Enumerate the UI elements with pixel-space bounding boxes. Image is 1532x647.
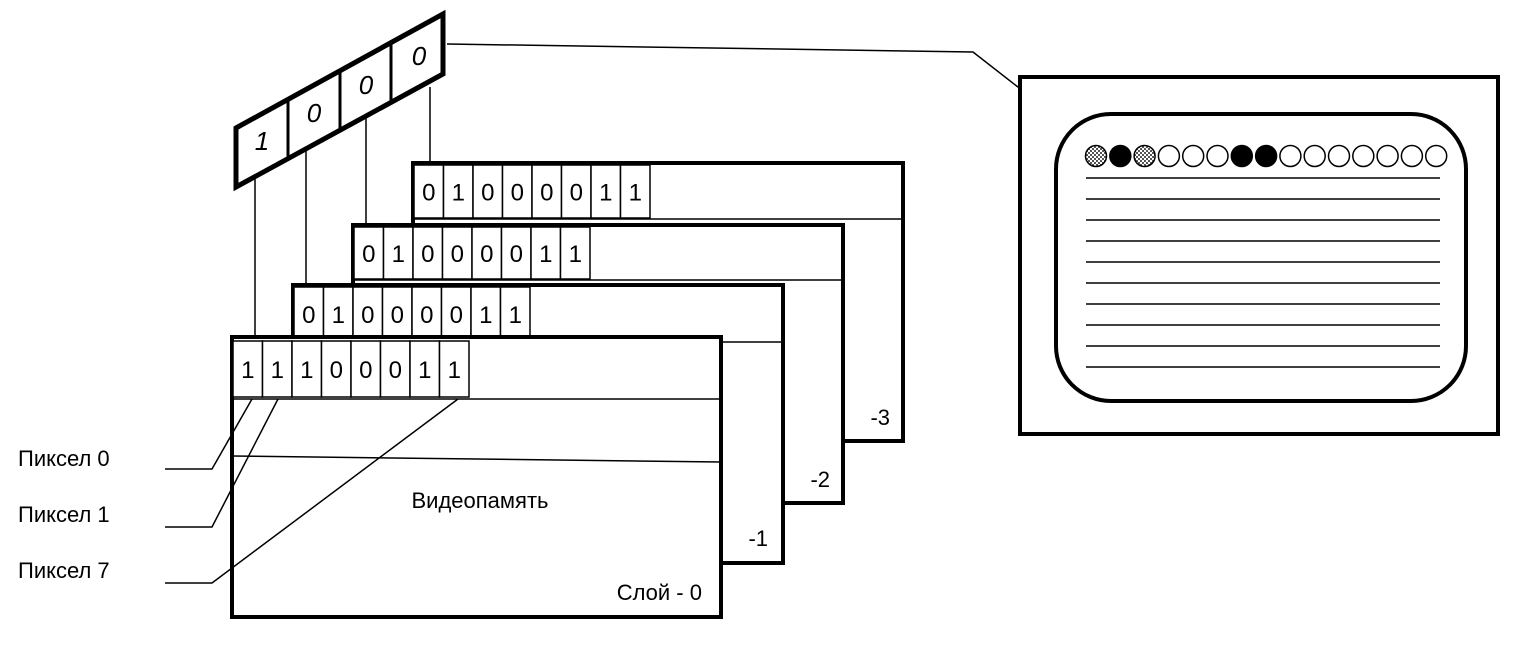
- bit-cell: [471, 226, 503, 280]
- register-to-screen-arrow: [446, 43, 1092, 146]
- scan-lines: [1086, 177, 1440, 368]
- register-bit-2: 0: [359, 70, 374, 100]
- bit-value: 0: [359, 357, 372, 384]
- bit-value: 1: [599, 180, 612, 207]
- screen-pixel: [1303, 144, 1326, 168]
- bit-value: 1: [448, 357, 461, 384]
- screen-pixel: [1327, 144, 1351, 168]
- bit-value: 1: [569, 241, 582, 268]
- bit-value: 1: [418, 357, 431, 384]
- register-bit-0: 1: [255, 126, 269, 156]
- bit-value: 0: [511, 180, 524, 207]
- monitor-screen: [1054, 112, 1468, 403]
- screen-pixel: [1206, 144, 1229, 168]
- layer-minus-3-label: -3: [870, 405, 890, 430]
- bit-cell: [470, 286, 502, 342]
- bit-value: 1: [271, 357, 284, 384]
- bit-value: 0: [510, 241, 523, 268]
- bit-cell: [619, 164, 651, 219]
- layer-minus-2-label: -2: [810, 467, 830, 492]
- bit-value: 0: [421, 241, 434, 268]
- bit-cell: [501, 164, 533, 219]
- screen-pixel: [1352, 144, 1375, 168]
- bit-value: 0: [540, 180, 553, 207]
- bit-value: 1: [300, 357, 313, 384]
- pixel-7-label: Пиксел 7: [18, 558, 110, 583]
- bit-cell: [322, 286, 354, 342]
- bit-value: 1: [392, 241, 405, 268]
- bit-cell: [441, 226, 473, 280]
- bit-cell: [530, 226, 562, 280]
- screen-pixel: [1133, 144, 1156, 168]
- bit-value: 0: [570, 180, 583, 207]
- screen-pixel: [1400, 144, 1424, 168]
- bit-value: 0: [480, 241, 493, 268]
- bit-cell: [409, 340, 441, 398]
- pixel-leaders: [165, 398, 459, 584]
- bit-cell: [350, 340, 382, 398]
- screen-pixel: [1157, 144, 1181, 168]
- bit-cell: [438, 340, 470, 398]
- bit-value: 1: [332, 302, 345, 329]
- register-bit-3: 0: [412, 41, 427, 71]
- bit-cell: [413, 164, 445, 219]
- bit-cell: [291, 340, 323, 398]
- bit-cell: [232, 340, 264, 398]
- bit-value: 0: [481, 180, 494, 207]
- bit-value: 0: [422, 180, 435, 207]
- bit-cell: [261, 340, 293, 398]
- bit-cell: [379, 340, 411, 398]
- pixel-1-label: Пиксел 1: [18, 502, 110, 527]
- screen-pixel: [1376, 144, 1399, 168]
- color-register: 1 0 0 0: [233, 9, 446, 192]
- screen-pixel: [1254, 144, 1278, 168]
- bit-cell: [382, 226, 414, 280]
- bit-value: 0: [302, 302, 315, 329]
- screen-pixel-row: [1084, 144, 1448, 168]
- screen-pixel: [1181, 144, 1205, 168]
- bit-value: 0: [420, 302, 433, 329]
- screen-pixel: [1084, 144, 1108, 168]
- screen-pixel: [1109, 144, 1132, 168]
- bit-value: 1: [452, 180, 465, 207]
- bit-cell: [412, 226, 444, 280]
- layer-minus-1-label: -1: [748, 526, 768, 551]
- screen-pixel: [1424, 144, 1448, 168]
- bit-cell: [500, 226, 532, 280]
- bit-cell: [320, 340, 352, 398]
- bit-cell: [472, 164, 504, 219]
- bit-value: 0: [391, 302, 404, 329]
- bit-value: 1: [509, 302, 522, 329]
- bit-value: 0: [450, 302, 463, 329]
- bit-value: 1: [539, 241, 552, 268]
- bit-value: 0: [362, 241, 375, 268]
- bit-value: 0: [330, 357, 343, 384]
- register-bit-1: 0: [307, 98, 322, 128]
- bit-cell: [559, 226, 591, 280]
- bit-value: 1: [629, 180, 642, 207]
- pixel-0-label: Пиксел 0: [18, 446, 110, 471]
- bit-value: 0: [389, 357, 402, 384]
- register-connectors: [254, 87, 431, 337]
- bit-value: 0: [361, 302, 374, 329]
- screen-pixel: [1279, 144, 1302, 168]
- screen-pixel: [1230, 144, 1254, 168]
- bit-cell: [442, 164, 474, 219]
- bit-value: 1: [479, 302, 492, 329]
- bit-cell: [531, 164, 563, 219]
- bit-value: 0: [451, 241, 464, 268]
- bit-value: 1: [241, 357, 254, 384]
- monitor: [1018, 75, 1500, 436]
- video-memory-title: Видеопамять: [412, 488, 549, 513]
- layer-0-label: Слой - 0: [617, 580, 702, 605]
